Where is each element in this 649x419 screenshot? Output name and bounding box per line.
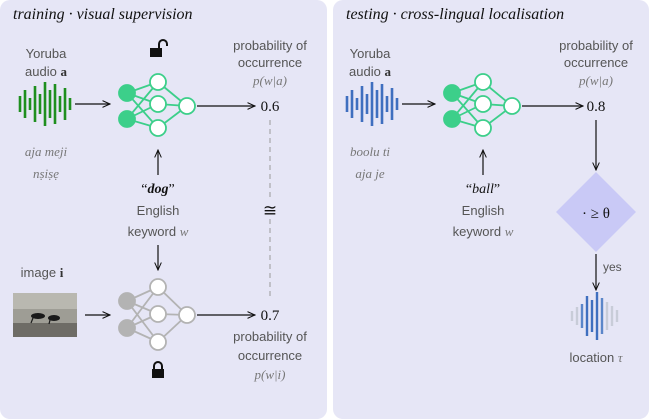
keyword-label-right-2: keyword w [453, 224, 514, 239]
keyword-label-right-1: English [462, 203, 505, 218]
approx-equal-symbol: ≅ [263, 201, 277, 220]
locked-padlock-icon [152, 361, 164, 378]
keyword-word-right: “ball” [466, 182, 500, 197]
keyword-word-left: “dog” [141, 182, 174, 197]
unlocked-padlock-icon [150, 39, 168, 57]
transcript-left-2: nṣiṣẹ [33, 166, 59, 181]
training-title: training · visual supervision [13, 6, 193, 23]
prob-expr-right: p(w|a) [578, 73, 613, 88]
image-label: image i [21, 265, 64, 280]
keyword-label-left-2: keyword w [128, 224, 189, 239]
prob-expr-image: p(w|i) [253, 367, 285, 382]
testing-title: testing · cross-lingual localisation [346, 6, 564, 23]
prob-label-right-2: occurrence [564, 55, 628, 70]
prob-label-right-1: probability of [559, 38, 633, 53]
audio-label-right: Yoruba [350, 46, 391, 61]
threshold-text: · ≥ θ [582, 206, 610, 222]
prob-label-left-1: probability of [233, 38, 307, 53]
transcript-right-1: boolu ti [350, 144, 390, 159]
audio-network-icon-left [118, 73, 196, 137]
audio-network-icon-right [443, 73, 521, 137]
training-panel [0, 0, 327, 419]
transcript-right-2: aja je [355, 166, 384, 181]
prob-value-audio: 0.6 [261, 99, 280, 115]
prob-value-right: 0.8 [587, 99, 606, 115]
threshold-diamond [556, 172, 636, 252]
localised-waveform-icon [570, 292, 619, 340]
audio-label-left: Yoruba [26, 46, 67, 61]
testing-panel [333, 0, 649, 419]
prob-label-left-2: occurrence [238, 55, 302, 70]
audio-waveform-icon-right [345, 82, 399, 126]
audio-waveform-icon-left [18, 82, 72, 126]
location-label: location τ [569, 350, 623, 365]
keyword-label-left-1: English [137, 203, 180, 218]
prob-expr-audio-left: p(w|a) [252, 73, 287, 88]
image-thumbnail [13, 293, 77, 337]
audio-label-left-2: audio a [25, 64, 67, 79]
prob-label-image-2: occurrence [238, 348, 302, 363]
audio-label-right-2: audio a [349, 64, 391, 79]
prob-label-image-1: probability of [233, 329, 307, 344]
transcript-left-1: aja meji [25, 144, 68, 159]
yes-label: yes [603, 260, 622, 274]
prob-value-image: 0.7 [261, 308, 280, 324]
image-network-icon [118, 278, 196, 351]
